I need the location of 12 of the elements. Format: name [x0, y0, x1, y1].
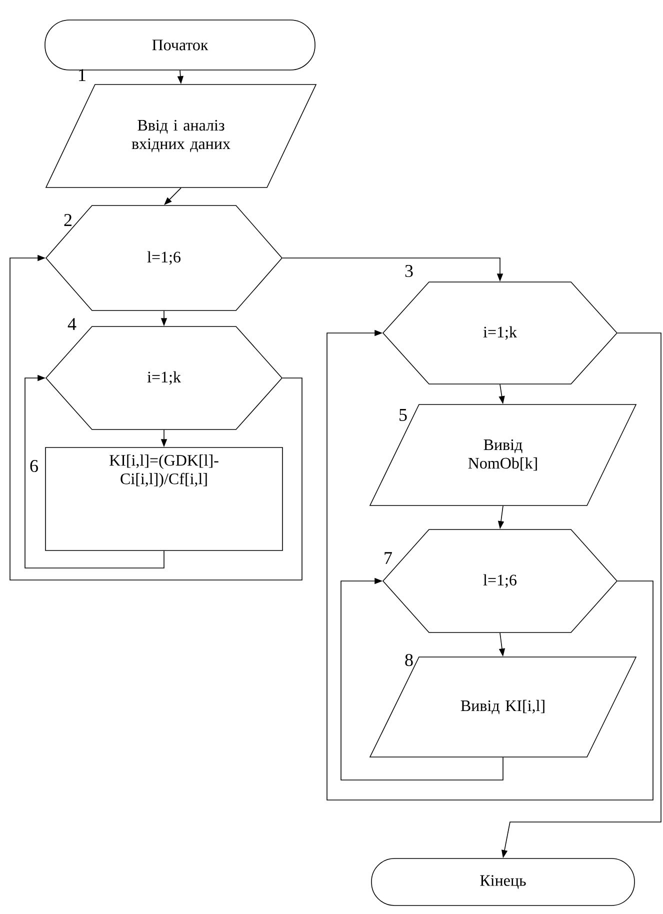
- arrow: [326, 330, 654, 800]
- arrow: [24, 374, 164, 568]
- step-number: 6: [30, 460, 38, 472]
- step-number: 1: [79, 69, 86, 81]
- step-number: 3: [405, 264, 413, 278]
- step-number: 7: [384, 552, 392, 564]
- step-number: 5: [400, 409, 407, 421]
- arrow: [340, 578, 504, 780]
- process-box: KI[i,l]=(GDK[l]-Ci[i,l])/Cf[i,l]: [45, 447, 283, 551]
- step-number: 2: [64, 214, 72, 226]
- step-number: 8: [405, 654, 413, 666]
- arrow: [10, 254, 302, 580]
